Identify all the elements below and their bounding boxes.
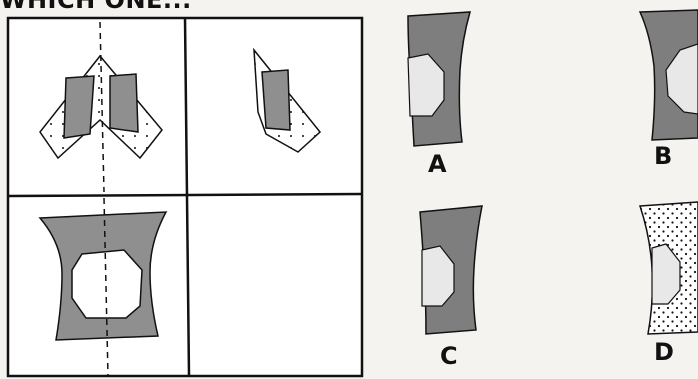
option-b-figure[interactable] [640,10,698,140]
option-c-label[interactable]: C [440,342,458,370]
option-a-figure[interactable] [408,12,470,146]
option-d-figure[interactable] [640,202,698,334]
option-d-label[interactable]: D [654,338,674,366]
option-b-label[interactable]: B [654,142,672,170]
option-c-figure[interactable] [420,206,482,334]
option-a-label[interactable]: A [428,150,447,178]
